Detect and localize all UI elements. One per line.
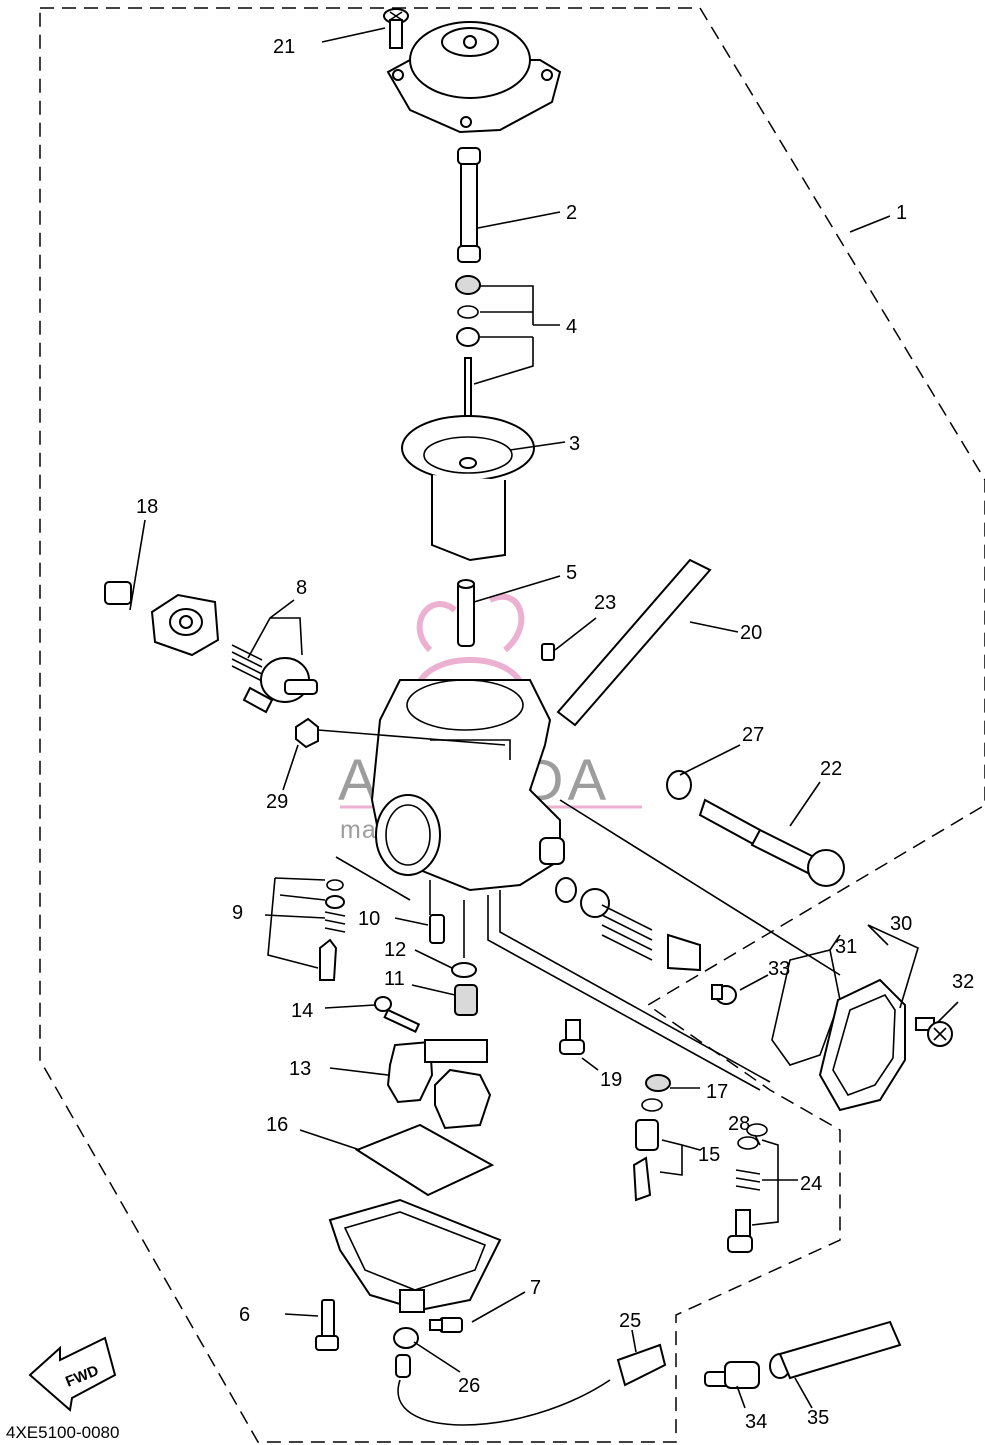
callout-6: 6: [239, 1304, 250, 1326]
part-10-jet: [429, 914, 445, 944]
part-34-nipple: [704, 1361, 760, 1389]
part-9-needle-jet-set: [319, 879, 346, 981]
part-19-screw: [559, 1019, 585, 1055]
part-15-needle-valve: [632, 1098, 663, 1202]
callout-9: 9: [232, 902, 243, 924]
throttle-spring-parts: [555, 877, 701, 972]
callout-35: 35: [807, 1407, 829, 1429]
part-33-screw: [711, 984, 737, 1005]
callout-1: 1: [896, 202, 907, 224]
leader-lines: [129, 27, 959, 1409]
callout-29: 29: [266, 791, 288, 813]
callout-32: 32: [952, 971, 974, 993]
callout-33: 33: [768, 958, 790, 980]
callout-8: 8: [296, 577, 307, 599]
callout-31: 31: [835, 936, 857, 958]
callout-13: 13: [289, 1058, 311, 1080]
callout-12: 12: [384, 939, 406, 961]
part-18-screw-and-cover: [104, 581, 220, 657]
part-2-tube: [457, 147, 481, 263]
callout-16: 16: [266, 1114, 288, 1136]
part-23-screw: [541, 643, 555, 661]
part-27-o-ring: [666, 770, 692, 800]
part-22-pilot-screw: [698, 798, 845, 887]
part-6-screw: [315, 1299, 339, 1351]
part-8-starter-plunger: [231, 644, 318, 714]
part-29-nut: [295, 717, 319, 749]
callout-5: 5: [566, 562, 577, 584]
callout-labels: 1 2 3 4 5 6 7 8 9 10 11 12 13 14 15 16 1…: [136, 36, 974, 1433]
fwd-direction-badge: FWD: [28, 1336, 117, 1412]
part-5-holder: [457, 579, 475, 647]
callout-34: 34: [745, 1411, 767, 1433]
part-25-drain-hose: [397, 1343, 667, 1426]
callout-21: 21: [273, 36, 295, 58]
callout-17: 17: [706, 1081, 728, 1103]
part-26-clamp: [393, 1327, 419, 1378]
callout-14: 14: [291, 1000, 313, 1022]
callout-25: 25: [619, 1310, 641, 1332]
float-bowl: [328, 1198, 502, 1313]
part-7-screw: [429, 1317, 463, 1333]
callout-11: 11: [384, 968, 405, 990]
part-3-diaphragm: [401, 415, 535, 562]
callout-19: 19: [600, 1069, 622, 1091]
top-cover: [386, 21, 562, 134]
part-13-float: [386, 1039, 492, 1130]
callout-24: 24: [800, 1173, 822, 1195]
part-4-needle-set: [455, 275, 481, 437]
part-11-plug: [454, 984, 478, 1016]
assembly-boundary: [39, 7, 985, 1443]
callout-23: 23: [594, 592, 616, 614]
part-28-o-ring: [737, 1136, 759, 1150]
part-30-cover: [818, 978, 906, 1112]
callout-15: 15: [698, 1144, 720, 1166]
part-12-washer: [451, 962, 477, 978]
callout-7: 7: [530, 1277, 541, 1299]
callout-10: 10: [358, 908, 380, 930]
callout-27: 27: [742, 724, 764, 746]
callout-30: 30: [890, 913, 912, 935]
part-14-screw: [374, 996, 421, 1033]
callout-3: 3: [569, 433, 580, 455]
part-32-screw: [915, 1017, 953, 1047]
part-20-hose: [556, 558, 712, 727]
part-16-gasket: [354, 1123, 495, 1197]
callout-18: 18: [136, 496, 158, 518]
carburetor-body: [370, 679, 565, 892]
callout-28: 28: [728, 1113, 750, 1135]
part-35-sleeve: [769, 1320, 902, 1380]
callout-26: 26: [458, 1375, 480, 1397]
callout-2: 2: [566, 202, 577, 224]
part-24-screw-set: [727, 1123, 768, 1253]
part-21-screw: [383, 8, 409, 49]
part-17-washer: [645, 1074, 671, 1092]
arrow-icon: [28, 1336, 117, 1412]
callout-4: 4: [566, 316, 577, 338]
callout-20: 20: [740, 622, 762, 644]
callout-22: 22: [820, 758, 842, 780]
diagram-code: 4XE5100-0080: [6, 1423, 119, 1442]
